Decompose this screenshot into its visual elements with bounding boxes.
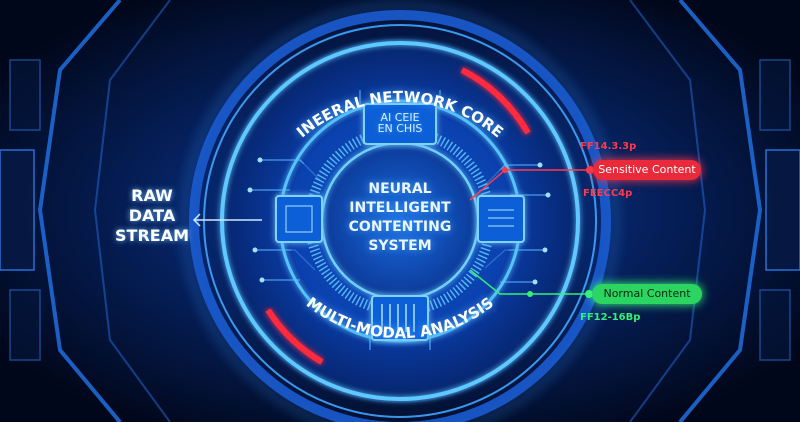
alert-arc-bottom-left — [265, 308, 324, 365]
chip-bottom — [371, 295, 429, 341]
core-center-label: NEURAL INTELLIGENT CONTENTING SYSTEM — [330, 180, 470, 256]
alert-arc-top-right — [460, 67, 531, 135]
code-bottom: FF12-16Bp — [580, 312, 641, 323]
outer-glow-ring — [182, 3, 618, 422]
raw-data-stream-label: RAW DATA STREAM — [112, 186, 192, 246]
data-line: DATA — [128, 206, 176, 225]
input-arrow — [192, 213, 262, 227]
chip-top-label: AI CEIE EN CHIS — [366, 108, 434, 142]
normal-content-badge: Normal Content — [592, 284, 702, 304]
sensitive-content-badge: Sensitive Content — [593, 160, 701, 180]
code-top: FF14.3.3p — [580, 141, 637, 152]
inner-disc — [322, 143, 478, 299]
center-line-1: NEURAL — [368, 181, 432, 197]
core-ring-bright — [220, 41, 580, 401]
raw-line: RAW — [131, 186, 173, 205]
center-line-4: SYSTEM — [368, 238, 432, 254]
normal-connector — [469, 269, 592, 295]
circuit-nodes — [247, 157, 551, 285]
chip-right — [477, 195, 525, 243]
center-line-2: INTELLIGENT — [349, 200, 451, 216]
side-panels — [0, 59, 800, 361]
chip-top-line-2: EN CHIS — [377, 122, 423, 135]
tunnel-frame — [37, 0, 763, 422]
chip-left — [275, 195, 323, 243]
center-line-3: CONTENTING — [348, 219, 452, 235]
stream-line: STREAM — [115, 226, 189, 245]
code-mid: FEECC4p — [583, 188, 633, 199]
chip-top-line-1: AI CEIE — [380, 111, 420, 124]
chip-top — [363, 103, 437, 145]
